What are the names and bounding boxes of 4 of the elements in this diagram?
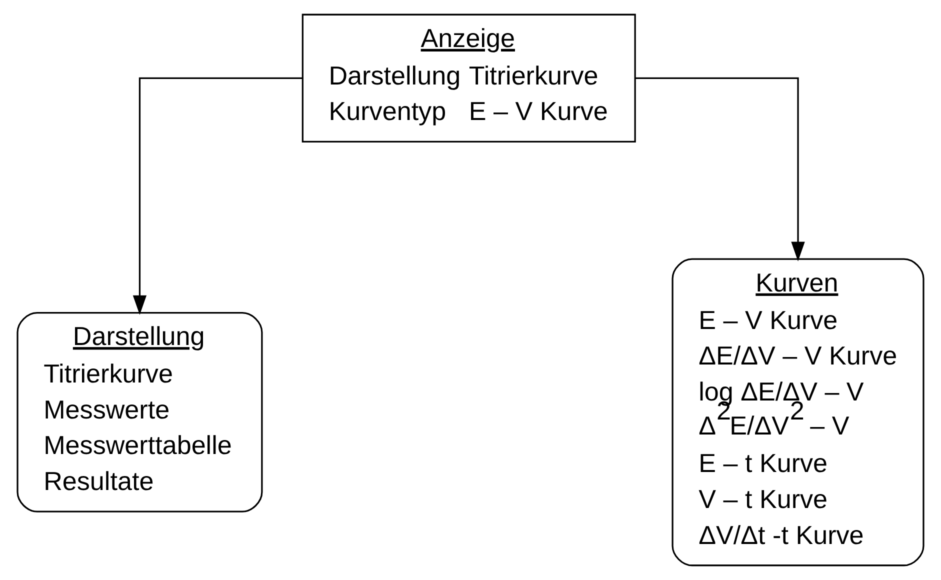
arrow xyxy=(635,77,805,262)
node-box: Anzeige Darstellung Titrierkurve Kurventyp E – V Kurve xyxy=(302,14,636,143)
arrow xyxy=(132,77,302,315)
node-box: Darstellung Titrierkurve Messwerte Messwerttabelle Resultate xyxy=(16,312,263,512)
